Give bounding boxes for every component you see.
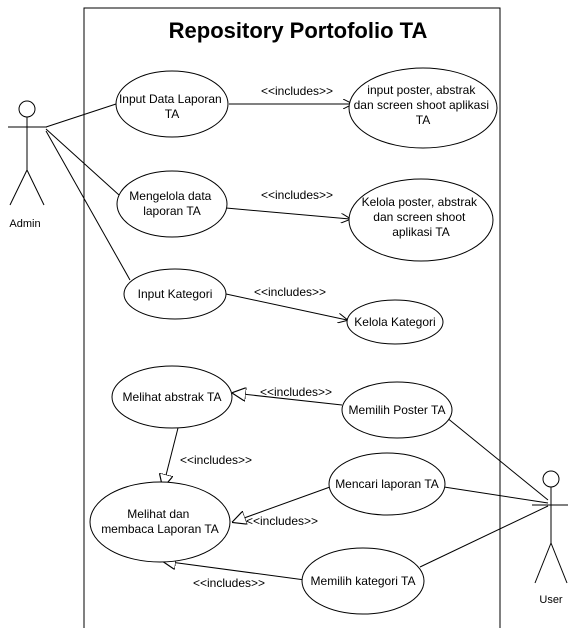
user-label: User: [539, 594, 563, 606]
assoc-admin-uc3: [45, 128, 120, 196]
use-case-memilih-poster-label: Memilih Poster TA: [349, 403, 446, 417]
assoc-user-uc8: [429, 403, 549, 501]
use-case-input-kategori: [123, 268, 227, 320]
user-actor: [532, 470, 568, 584]
include-uc10-uc9: [233, 486, 331, 522]
include-label-2: <<includes>>: [261, 188, 333, 202]
use-case-input-kategori-label: Input Kategori: [138, 287, 213, 301]
system-title: Repository Portofolio TA: [169, 18, 428, 43]
include-label-6: <<includes>>: [246, 514, 318, 528]
assoc-user-uc10: [443, 486, 549, 504]
use-case-memilih-kategori: [301, 547, 425, 615]
use-case-kelola-poster-label: Kelola poster, abstrak dan screen shoot …: [362, 195, 481, 239]
include-uc9-uc7: [163, 427, 179, 487]
admin-label: Admin: [9, 218, 40, 230]
use-case-input-poster: [348, 67, 498, 149]
use-case-mencari-laporan: [328, 452, 446, 516]
assoc-admin-uc1: [45, 103, 117, 128]
use-case-input-data-laporan-label: Input Data Laporan TA: [119, 92, 225, 121]
include-label-1: <<includes>>: [261, 84, 333, 98]
use-case-input-poster-label: input poster, abstrak dan screen shoot a…: [354, 83, 493, 127]
use-case-input-data-laporan: [115, 70, 229, 138]
use-case-mengelola-data-label: Mengelola data laporan TA: [129, 189, 214, 218]
use-case-mengelola-data: [116, 170, 228, 238]
include-label-5: <<includes>>: [180, 453, 252, 467]
include-label-7: <<includes>>: [193, 576, 265, 590]
use-case-mencari-laporan-label: Mencari laporan TA: [335, 477, 439, 491]
include-uc8-uc7: [233, 393, 343, 406]
include-uc11-uc9: [163, 561, 306, 581]
use-case-melihat-abstrak: [111, 365, 233, 429]
include-uc5-uc6: [225, 293, 347, 320]
system-boundary: [83, 7, 501, 628]
include-uc3-uc4: [225, 207, 350, 219]
assoc-user-uc11: [419, 505, 549, 568]
admin-actor: [8, 100, 47, 206]
use-case-kelola-kategori: [346, 299, 444, 345]
use-case-melihat-membaca-laporan-label: Melihat dan membaca Laporan TA: [101, 507, 219, 536]
use-case-melihat-membaca-laporan: [89, 481, 231, 563]
include-label-3: <<includes>>: [254, 285, 326, 299]
use-case-memilih-kategori-label: Memilih kategori TA: [311, 574, 416, 588]
assoc-admin-uc5: [45, 130, 131, 281]
include-label-4: <<includes>>: [260, 385, 332, 399]
use-case-memilih-poster: [341, 381, 453, 439]
use-case-kelola-poster: [348, 178, 494, 262]
use-case-kelola-kategori-label: Kelola Kategori: [354, 315, 435, 329]
use-case-melihat-abstrak-label: Melihat abstrak TA: [123, 390, 222, 404]
